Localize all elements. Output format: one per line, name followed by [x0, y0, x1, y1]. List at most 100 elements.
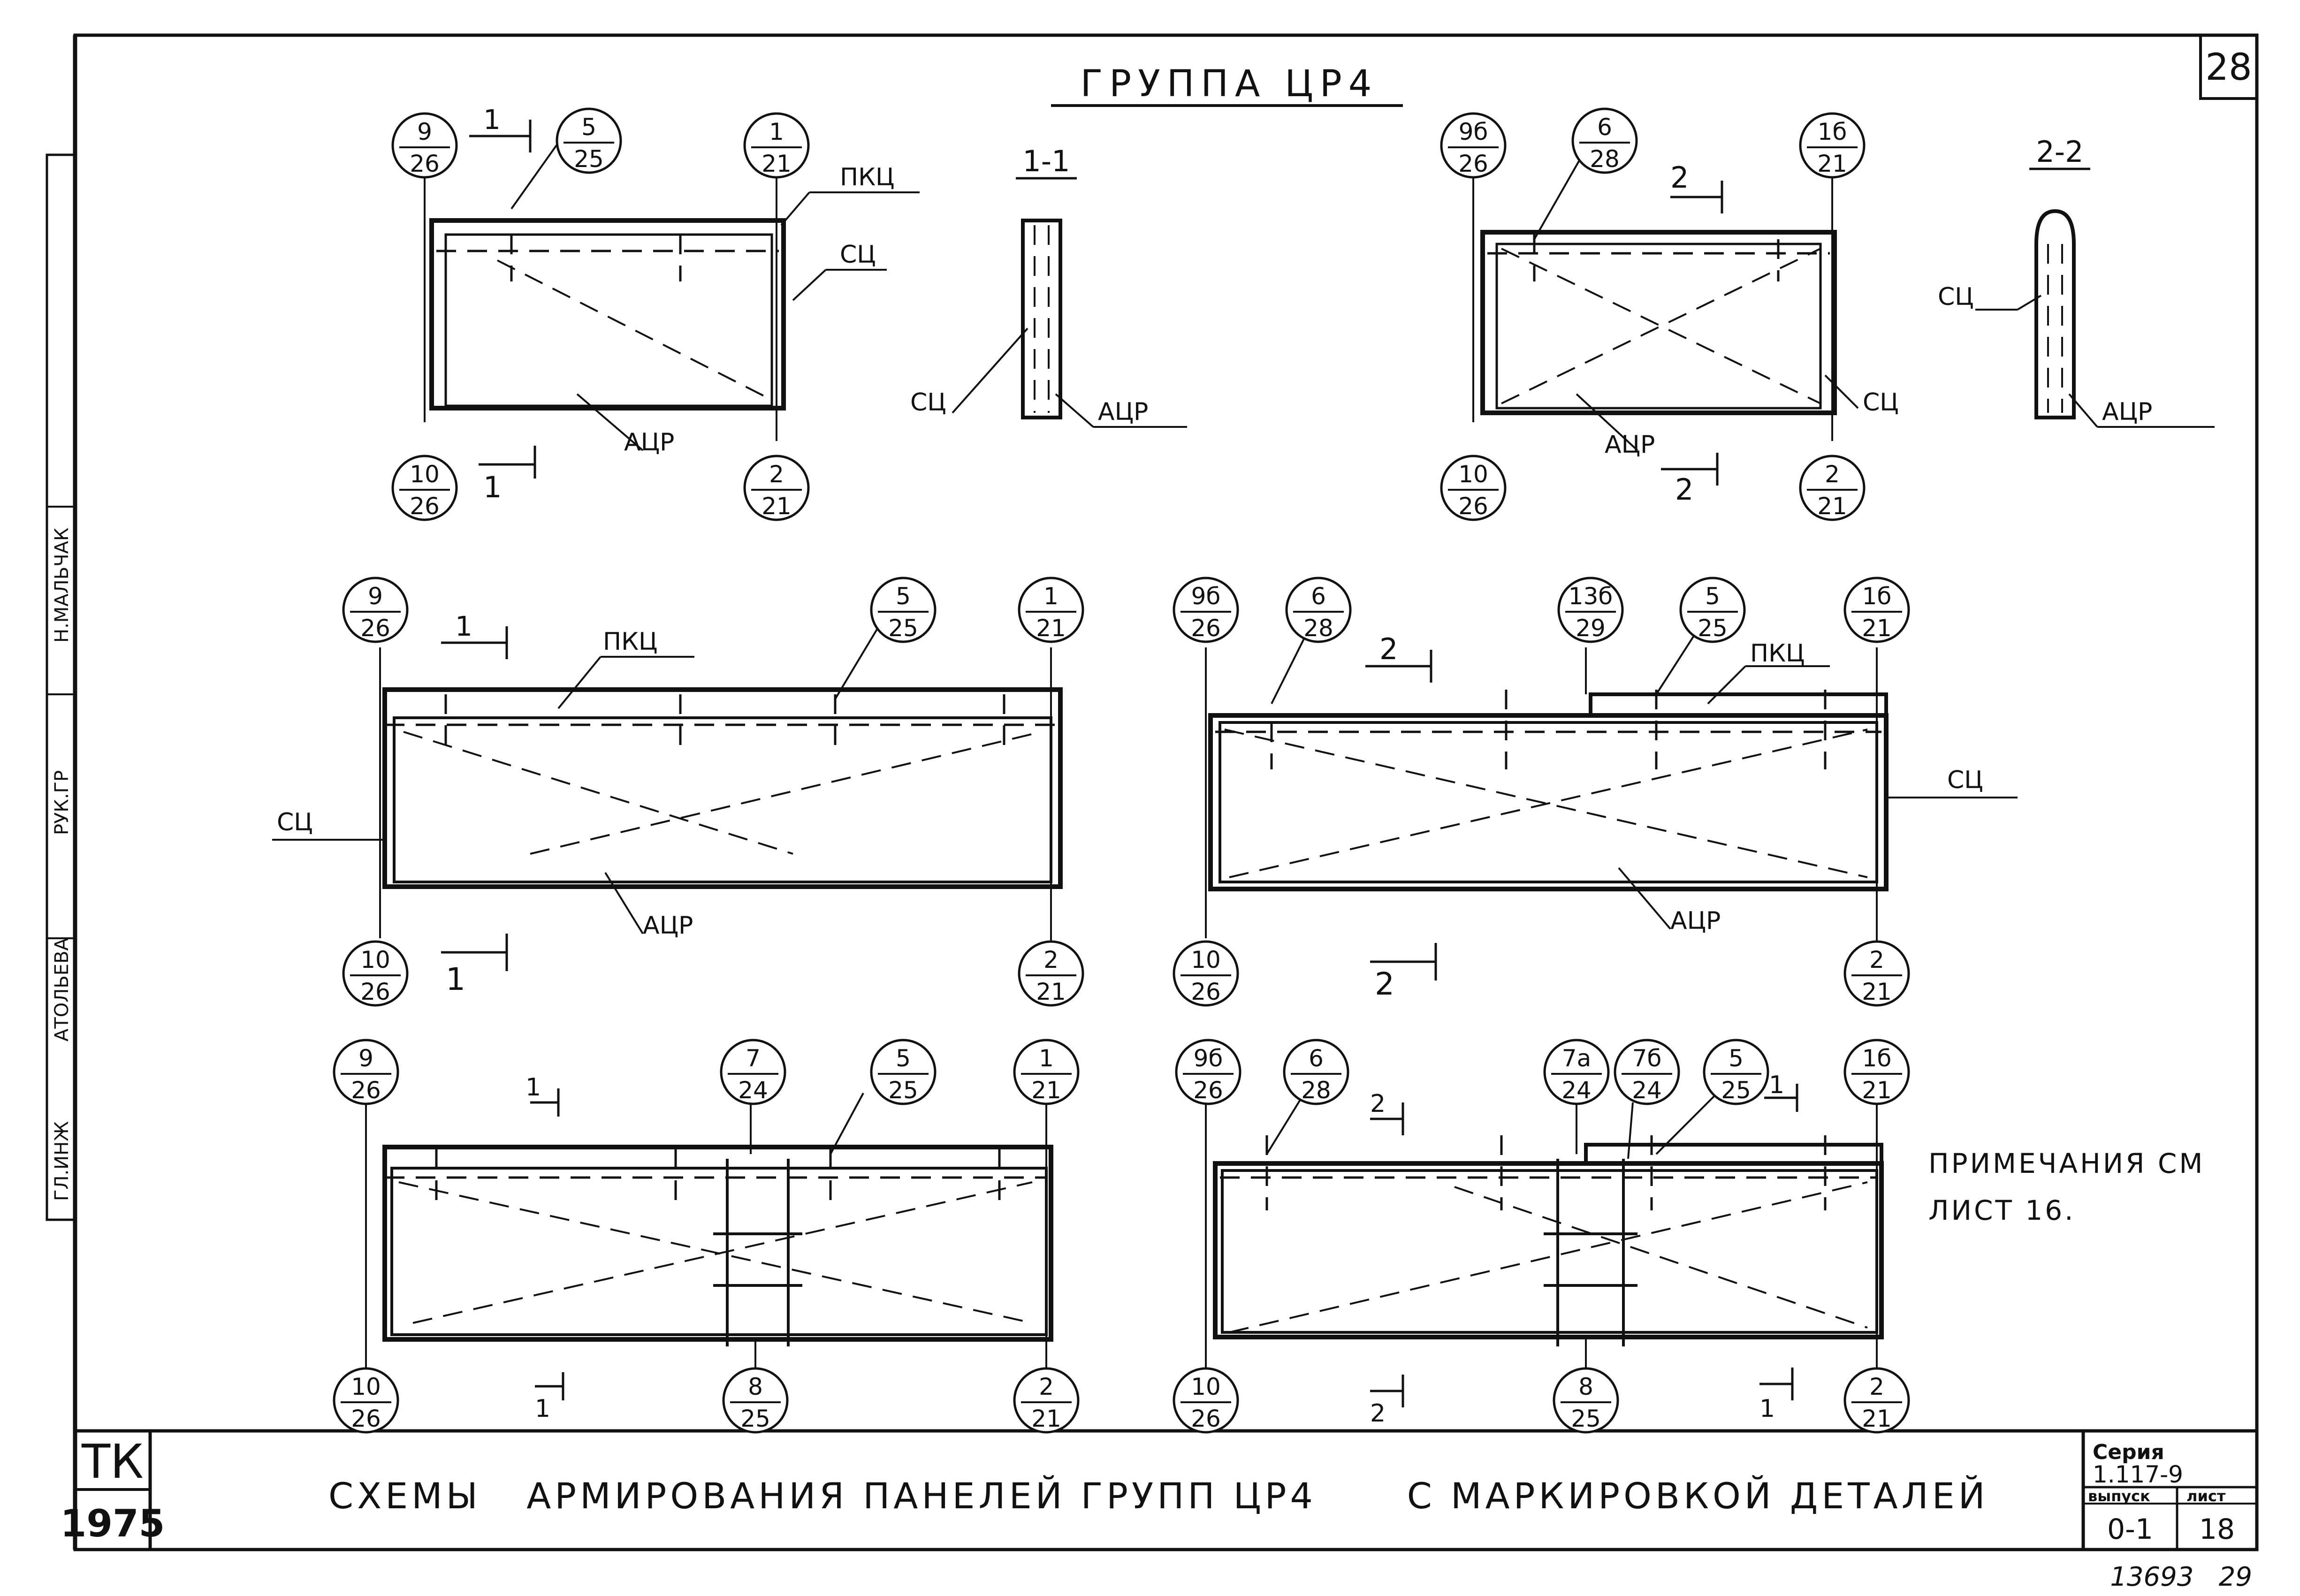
callout-bottom-number: 25 [1698, 615, 1728, 642]
callout-p3-5: 221 [1018, 940, 1084, 1007]
callout-circle [1013, 1039, 1080, 1105]
panel-3 [272, 628, 1063, 948]
callout-p1-5: 221 [743, 455, 810, 521]
svg-text:1: 1 [446, 961, 465, 997]
seria-label: Серия [2093, 1440, 2164, 1464]
callout-top-number: 9б [1191, 583, 1221, 610]
callout-circle [1843, 577, 1910, 643]
callout-top-number: 6 [1309, 1045, 1324, 1072]
callout-circle [1173, 577, 1239, 643]
panel-5 [365, 1093, 1053, 1375]
section-2-2-drawing [1975, 209, 2215, 428]
notes-line-1: ПРИМЕЧАНИЯ СМ [1928, 1148, 2205, 1179]
cut-marker-6-top-1: 1 [1764, 1071, 1798, 1112]
section-title-2-2: 2-2 [2036, 135, 2083, 169]
callout-bottom-number: 26 [1458, 150, 1488, 177]
callout-top-number: 8 [1578, 1373, 1593, 1400]
callout-circle [1799, 112, 1866, 179]
callout-top-number: 2 [1039, 1373, 1054, 1400]
stamp-year: 1975 [61, 1502, 165, 1545]
panel-2 [1472, 140, 1859, 451]
callout-bottom-number: 21 [1862, 1077, 1892, 1104]
label-acr-3: АЦР [643, 912, 693, 940]
callout-circle [1283, 1039, 1349, 1105]
callout-bottom-number: 25 [740, 1405, 770, 1432]
callout-top-number: 7 [746, 1045, 761, 1072]
callout-top-number: 10 [1458, 461, 1488, 488]
callout-bottom-number: 25 [1571, 1405, 1601, 1432]
callout-top-number: 9 [417, 118, 432, 145]
label-pkc-1: ПКЦ [840, 163, 894, 191]
callout-top-number: 2 [769, 461, 784, 488]
callout-circle [333, 1367, 399, 1434]
title-block [75, 1429, 2257, 1550]
cut-marker-6-bottom: 2 [1370, 1375, 1404, 1428]
callout-circle [1843, 1367, 1910, 1434]
callout-bottom-number: 25 [888, 1077, 918, 1104]
callout-p5-3: 525 [870, 1039, 937, 1105]
callout-circle [870, 1039, 937, 1105]
callout-circle [342, 940, 409, 1007]
callout-circle [1557, 577, 1624, 643]
callout-top-number: 9б [1194, 1045, 1223, 1072]
label-pkc-3: ПКЦ [603, 628, 657, 656]
callout-top-number: 10 [1191, 1373, 1221, 1400]
cut-marker-4-bottom: 2 [1370, 943, 1437, 1002]
callout-bottom-number: 21 [1862, 978, 1892, 1005]
callout-bottom-number: 21 [1817, 493, 1847, 520]
svg-text:1: 1 [535, 1395, 550, 1423]
callout-top-number: 2 [1869, 1373, 1884, 1400]
callout-bottom-number: 21 [1862, 1405, 1892, 1432]
callout-bottom-number: 21 [1031, 1077, 1061, 1104]
section-title-1-1: 1-1 [1022, 144, 1070, 178]
callout-bottom-number: 26 [1191, 978, 1221, 1005]
callout-top-number: 2 [1825, 461, 1840, 488]
callout-p1-3: 121 [743, 112, 810, 179]
callout-layer: 92652512110262219б266281б211026221926525… [333, 107, 1910, 1434]
callout-top-number: 5 [896, 583, 911, 610]
callout-circle [1703, 1039, 1769, 1105]
callout-p3-1: 926 [342, 577, 409, 643]
sheet-title: ГРУППА ЦР4 [1081, 63, 1378, 105]
callout-circle [1799, 455, 1866, 521]
callout-bottom-number: 21 [1031, 1405, 1061, 1432]
callout-bottom-number: 26 [1193, 1077, 1223, 1104]
callout-top-number: 5 [1729, 1045, 1744, 1072]
callout-p5-7: 221 [1013, 1367, 1080, 1434]
cut-marker-3-top: 1 [441, 610, 508, 659]
callout-bottom-number: 21 [1036, 978, 1066, 1005]
callout-p3-2: 525 [870, 577, 937, 643]
callout-p5-2: 724 [720, 1039, 786, 1105]
page-number-box [2199, 34, 2258, 100]
label-pkc-4: ПКЦ [1750, 639, 1805, 668]
callout-bottom-number: 25 [574, 145, 604, 173]
callout-circle [1614, 1039, 1680, 1105]
callout-p2-5: 221 [1799, 455, 1866, 521]
svg-text:1: 1 [1769, 1071, 1784, 1099]
callout-circle [1543, 1039, 1610, 1105]
cut-marker-3-bottom: 1 [441, 934, 508, 997]
callout-p5-1: 926 [333, 1039, 399, 1105]
svg-text:1: 1 [483, 470, 502, 504]
callout-top-number: 2 [1869, 946, 1884, 973]
callout-bottom-number: 25 [888, 615, 918, 642]
side-strip: Н.МАЛЬЧАК РУК.ГР АТОЛЬЕВА ГЛ.ИНЖ [46, 153, 76, 1221]
vypusk-value: 0-1 [2107, 1513, 2153, 1546]
callout-top-number: 7б [1632, 1045, 1662, 1072]
callout-bottom-number: 21 [762, 493, 792, 520]
label-sc-1: СЦ [840, 241, 876, 269]
callout-circle [722, 1367, 789, 1434]
section-1-1-drawing [952, 219, 1187, 428]
callout-top-number: 8 [748, 1373, 763, 1400]
label-sc-section-2: СЦ [1938, 283, 1974, 311]
callout-p6-8: 825 [1553, 1367, 1619, 1434]
callout-top-number: 10 [410, 461, 440, 488]
sheet-caption: СХЕМЫ АРМИРОВАНИЯ ПАНЕЛЕЙ ГРУПП ЦР4 С МА… [328, 1474, 1989, 1517]
